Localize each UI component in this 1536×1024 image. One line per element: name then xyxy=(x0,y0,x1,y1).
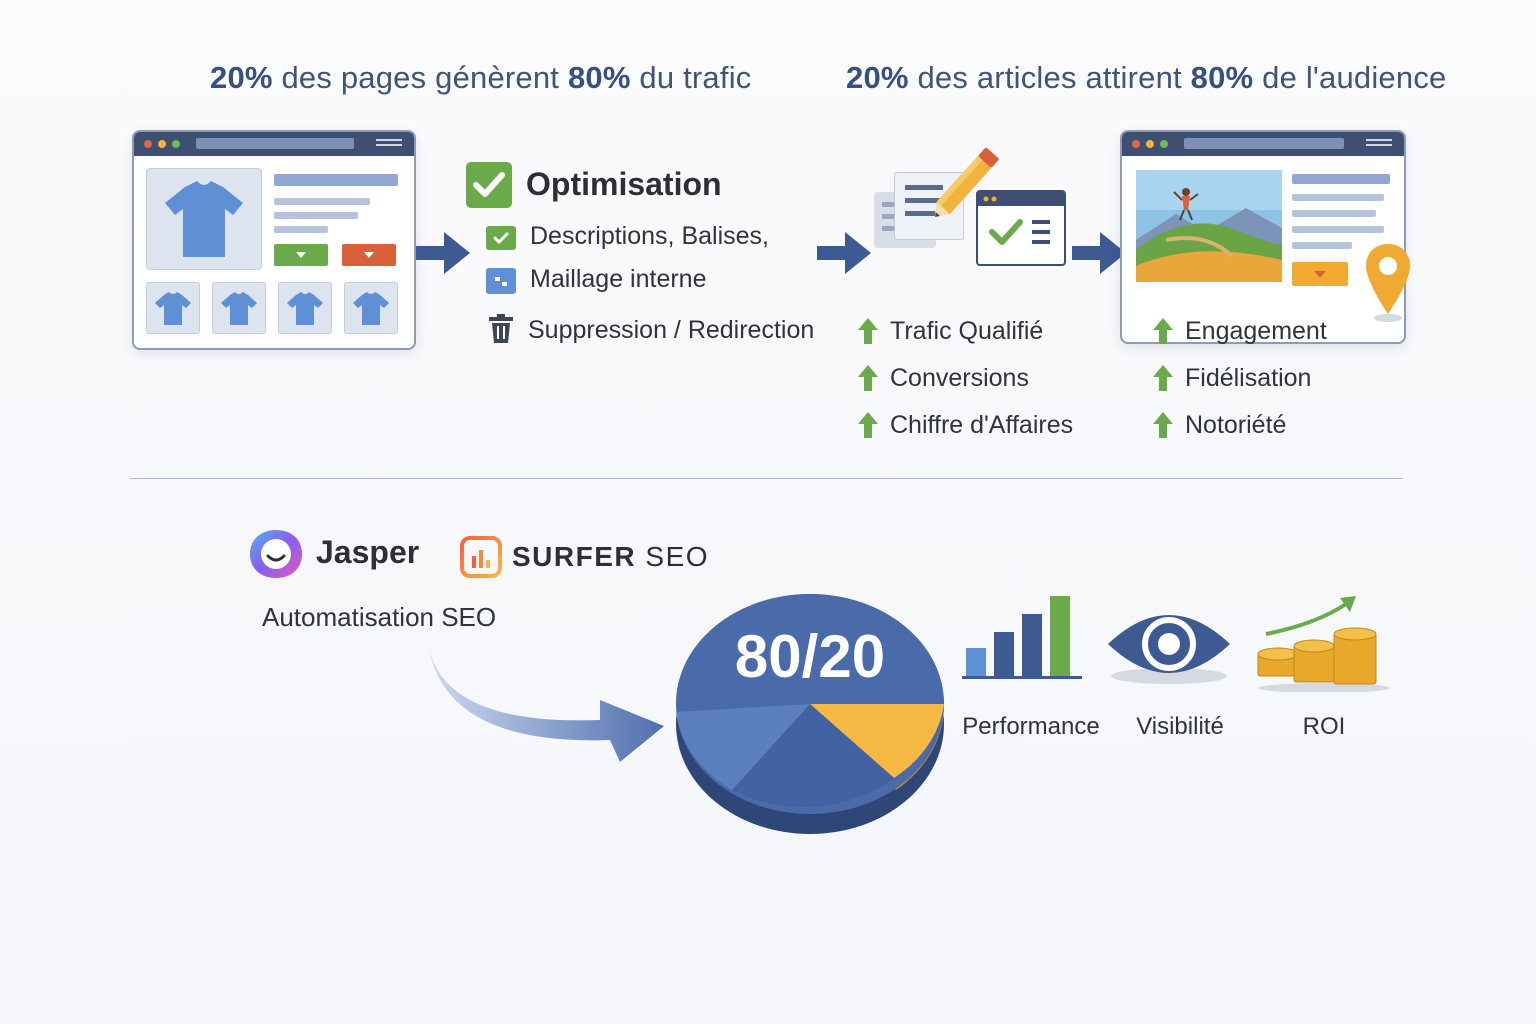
optimisation-item: Maillage interne xyxy=(530,265,707,293)
add-button-green[interactable] xyxy=(274,244,328,266)
arrow-right-icon xyxy=(1072,232,1126,274)
arrow-right-icon xyxy=(416,232,470,274)
headline-articles: 20% des articles attirent 80% de l'audie… xyxy=(846,60,1447,95)
up-arrow-icon xyxy=(858,412,878,438)
tshirt-icon xyxy=(165,181,243,257)
optimisation-item: Descriptions, Balises, xyxy=(530,222,769,250)
jasper-logo-text: Jasper xyxy=(316,534,420,570)
browser-toolbar xyxy=(134,132,414,156)
product-thumb[interactable] xyxy=(146,282,200,334)
headline-pages: 20% des pages génèrent 80% du trafic xyxy=(210,60,752,95)
check-icon xyxy=(486,226,516,250)
automation-caption: Automatisation SEO xyxy=(262,602,497,632)
kpi-label: ROI xyxy=(1302,713,1346,740)
tshirt-icon xyxy=(221,292,257,325)
optimisation-check-icon xyxy=(466,162,512,208)
dropdown-button-red[interactable] xyxy=(342,244,396,266)
result-item: Fidélisation xyxy=(1185,364,1312,392)
product-page-browser xyxy=(132,130,416,350)
result-item: Chiffre d'Affaires xyxy=(890,411,1074,439)
pie-label: 80/20 xyxy=(734,623,886,690)
result-item: Engagement xyxy=(1185,317,1327,345)
link-icon xyxy=(486,268,516,294)
result-item: Conversions xyxy=(890,364,1029,392)
article-page-browser xyxy=(1120,130,1406,344)
pie-chart-80-20 xyxy=(676,594,945,834)
tshirt-icon xyxy=(353,292,389,325)
kpi-label: Visibilité xyxy=(1136,713,1224,740)
up-arrow-icon xyxy=(1153,365,1173,391)
optimisation-title: Optimisation xyxy=(526,166,722,202)
arrow-right-icon xyxy=(817,232,871,274)
result-item: Trafic Qualifié xyxy=(890,317,1044,345)
up-arrow-icon xyxy=(858,318,878,344)
up-arrow-icon xyxy=(1153,412,1173,438)
up-arrow-icon xyxy=(858,365,878,391)
browser-toolbar xyxy=(1122,132,1404,156)
bar-chart-icon xyxy=(962,596,1082,679)
location-pin-icon xyxy=(1366,244,1410,322)
jasper-logo-icon xyxy=(250,530,302,578)
coins-icon xyxy=(1257,596,1390,692)
result-item: Notoriété xyxy=(1185,411,1287,439)
eye-icon xyxy=(1108,615,1230,684)
tshirt-icon xyxy=(287,292,323,325)
approved-window-icon xyxy=(976,190,1066,266)
optimisation-item: Suppression / Redirection xyxy=(528,316,815,344)
pencil-icon xyxy=(935,147,999,218)
surfer-logo-icon xyxy=(460,536,502,578)
cta-button-orange[interactable] xyxy=(1292,262,1348,286)
trash-icon xyxy=(489,314,513,343)
up-arrow-icon xyxy=(1153,318,1173,344)
product-thumb[interactable] xyxy=(212,282,266,334)
section-divider xyxy=(130,478,1403,479)
surfer-logo-text: SURFER SEO xyxy=(512,541,710,572)
product-thumb[interactable] xyxy=(344,282,398,334)
product-thumb[interactable] xyxy=(278,282,332,334)
product-main-image xyxy=(146,168,262,270)
landscape-image xyxy=(1136,170,1282,282)
curved-arrow-icon xyxy=(428,642,664,762)
kpi-label: Performance xyxy=(962,713,1100,740)
tshirt-icon xyxy=(155,292,191,325)
